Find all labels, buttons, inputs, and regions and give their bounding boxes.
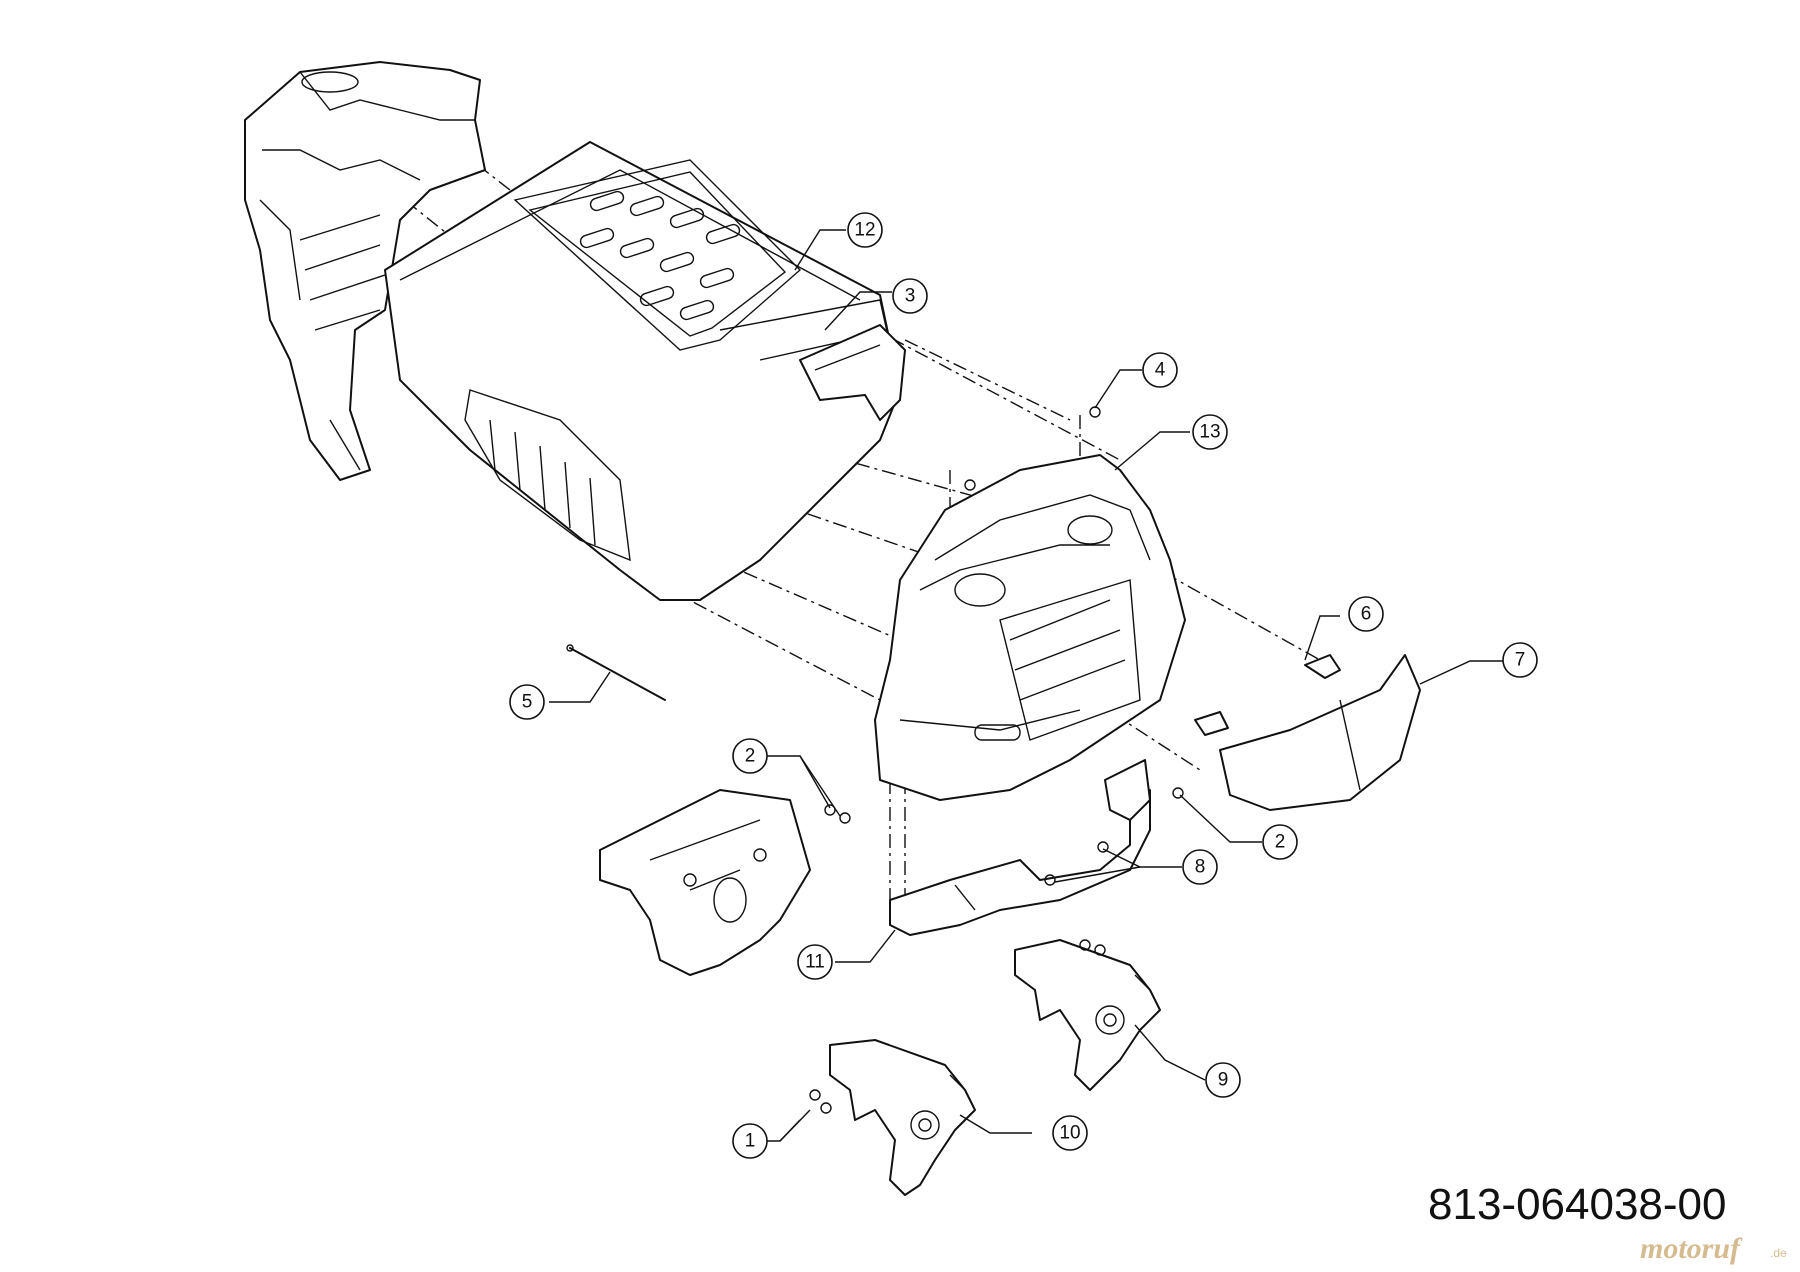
- rear-panel: [244, 61, 486, 481]
- front-lens: [1219, 654, 1421, 811]
- svg-text:11: 11: [805, 952, 825, 973]
- svg-text:2: 2: [745, 746, 756, 767]
- callout-12: 12: [847, 212, 883, 248]
- watermark-logo: motoruf: [1640, 1232, 1741, 1265]
- svg-text:3: 3: [905, 286, 916, 307]
- svg-text:8: 8: [1195, 857, 1206, 878]
- steering-bracket-left: [829, 1039, 976, 1196]
- hood-bracket: [799, 324, 906, 421]
- svg-text:2: 2: [1275, 832, 1286, 853]
- callout-3: 3: [892, 278, 928, 314]
- hood-vents: [579, 190, 741, 321]
- svg-text:7: 7: [1515, 650, 1526, 671]
- callout-10: 10: [1052, 1115, 1088, 1151]
- cable-tie: [566, 644, 666, 701]
- callout-leaders: [549, 229, 1510, 1142]
- support-bracket: [889, 759, 1151, 936]
- callout-13: 13: [1192, 414, 1228, 450]
- callout-2b: 2: [1262, 824, 1298, 860]
- callout-8: 8: [1182, 849, 1218, 885]
- callout-7: 7: [1502, 642, 1538, 678]
- knob: [1194, 654, 1341, 736]
- mounting-plate-left: [599, 789, 811, 976]
- steering-bracket-right: [1014, 939, 1161, 1091]
- svg-text:1: 1: [745, 1131, 756, 1152]
- front-grille: [874, 454, 1186, 801]
- part-number: 813-064038-00: [1428, 1180, 1727, 1229]
- callout-5: 5: [509, 684, 545, 720]
- svg-text:13: 13: [1199, 422, 1220, 443]
- svg-text:5: 5: [522, 692, 533, 713]
- callout-4: 4: [1142, 352, 1178, 388]
- callout-2a: 2: [732, 738, 768, 774]
- svg-text:12: 12: [854, 220, 875, 241]
- svg-text:10: 10: [1059, 1123, 1080, 1144]
- hood: [384, 141, 901, 601]
- callout-6: 6: [1348, 596, 1384, 632]
- screws: [809, 406, 1184, 1114]
- callout-11: 11: [797, 944, 833, 980]
- svg-text:6: 6: [1361, 604, 1372, 625]
- watermark-tld: .de: [1770, 1246, 1787, 1260]
- svg-text:4: 4: [1155, 360, 1166, 381]
- svg-text:9: 9: [1218, 1070, 1229, 1091]
- callout-9: 9: [1205, 1062, 1241, 1098]
- callout-1: 1: [732, 1123, 768, 1159]
